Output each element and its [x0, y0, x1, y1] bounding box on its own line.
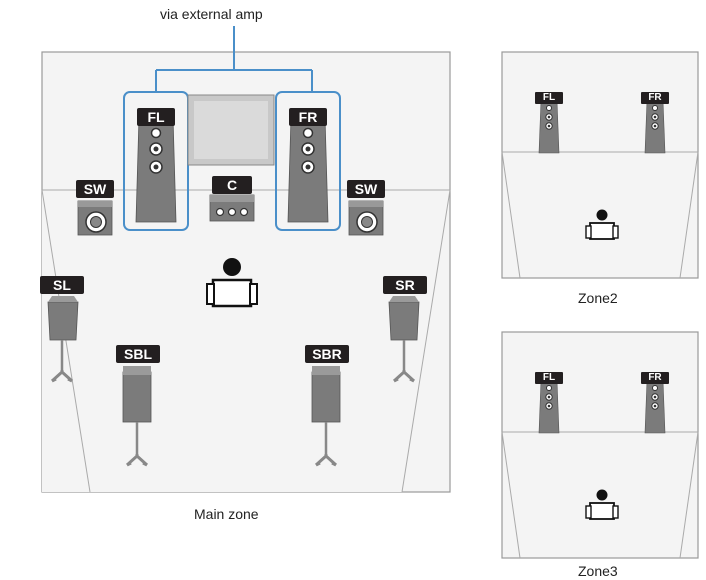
- front-left-speaker: [135, 117, 177, 223]
- external-amp-caption: via external amp: [160, 6, 263, 22]
- zone3-room: [501, 331, 699, 559]
- zone2-front-left-speaker: [538, 100, 560, 154]
- zone3-front-right-speaker: [644, 380, 666, 434]
- zone2-front-right-speaker: [644, 100, 666, 154]
- zone3-label-fl: FL: [535, 372, 563, 384]
- zone3-front-left-speaker: [538, 380, 560, 434]
- label-fl: FL: [137, 108, 175, 126]
- main-zone-caption: Main zone: [194, 506, 259, 522]
- label-sl: SL: [40, 276, 84, 294]
- zone3-caption: Zone3: [578, 563, 618, 579]
- label-sw-right: SW: [347, 180, 385, 198]
- label-sr: SR: [383, 276, 427, 294]
- label-sbr: SBR: [305, 345, 349, 363]
- zone2-caption: Zone2: [578, 290, 618, 306]
- zone2-label-fr: FR: [641, 92, 669, 104]
- subwoofer-left: [77, 200, 113, 236]
- label-sw-left: SW: [76, 180, 114, 198]
- surround-back-left-speaker: [122, 366, 152, 467]
- tv: [187, 94, 275, 166]
- label-sbl: SBL: [116, 345, 160, 363]
- surround-right-speaker: [388, 296, 420, 383]
- zone3-label-fr: FR: [641, 372, 669, 384]
- zone2-room: [501, 51, 699, 279]
- label-fr: FR: [289, 108, 327, 126]
- external-amp-connector: [155, 26, 313, 92]
- surround-back-right-speaker: [311, 366, 341, 467]
- zone2-label-fl: FL: [535, 92, 563, 104]
- surround-left-speaker: [47, 296, 79, 383]
- fr-highlight-box: [275, 91, 341, 231]
- front-right-speaker: [287, 117, 329, 223]
- subwoofer-right: [348, 200, 384, 236]
- label-c: C: [212, 176, 252, 194]
- center-speaker: [209, 194, 255, 222]
